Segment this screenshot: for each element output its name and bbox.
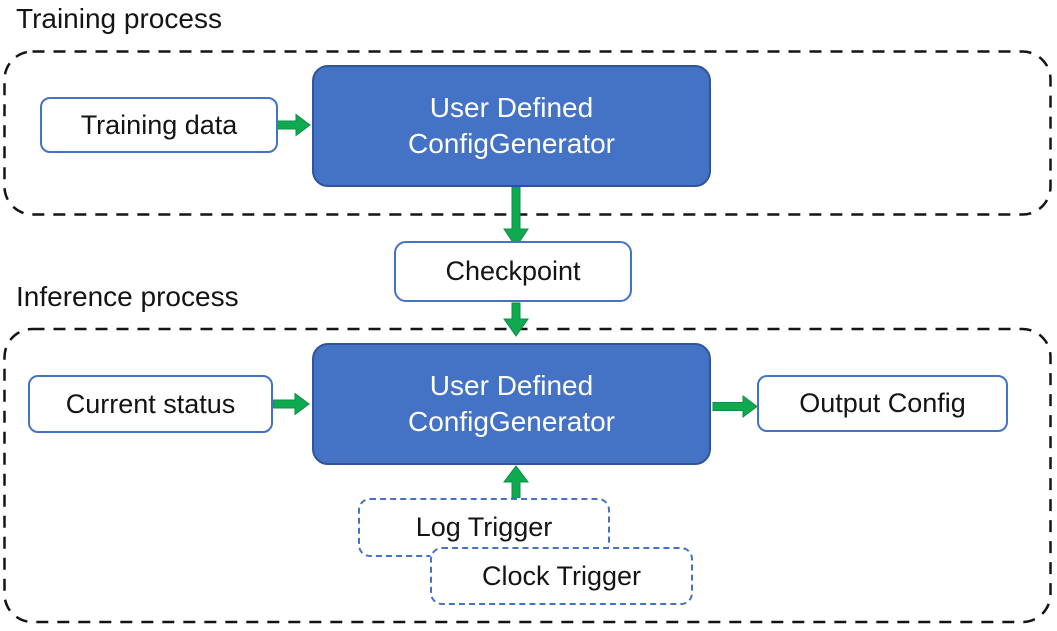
arrow-generator-to-checkpoint [503,186,529,248]
training-config-generator-line1: User Defined [429,92,594,124]
checkpoint-box: Checkpoint [394,241,632,302]
inference-config-generator-box: User Defined ConfigGenerator [312,343,711,465]
log-trigger-label: Log Trigger [415,512,553,542]
output-config-label: Output Config [799,388,966,418]
training-process-label: Training process [16,3,222,34]
inference-config-generator-line1: User Defined [429,370,594,402]
inference-process-container [3,327,1052,624]
training-process-container [3,50,1052,216]
training-data-box: Training data [40,97,278,153]
clock-trigger-label: Clock Trigger [481,560,642,591]
arrow-current-status-to-generator [272,392,310,416]
clock-trigger-box: Clock Trigger [430,547,693,605]
inference-process-label: Inference process [16,281,239,312]
current-status-box: Current status [28,375,273,433]
training-config-generator-line2: ConfigGenerator [407,128,615,159]
output-config-box: Output Config [757,375,1008,432]
checkpoint-label: Checkpoint [445,256,581,286]
arrow-training-data-to-generator [273,113,311,137]
inference-config-generator-line2: ConfigGenerator [407,406,615,437]
training-data-label: Training data [80,109,238,140]
arrow-generator-to-output-config [712,395,758,418]
arrow-checkpoint-to-inference-generator [503,302,529,337]
training-config-generator-box: User Defined ConfigGenerator [312,65,711,187]
arrow-triggers-to-generator [503,465,529,499]
current-status-label: Current status [65,388,236,419]
